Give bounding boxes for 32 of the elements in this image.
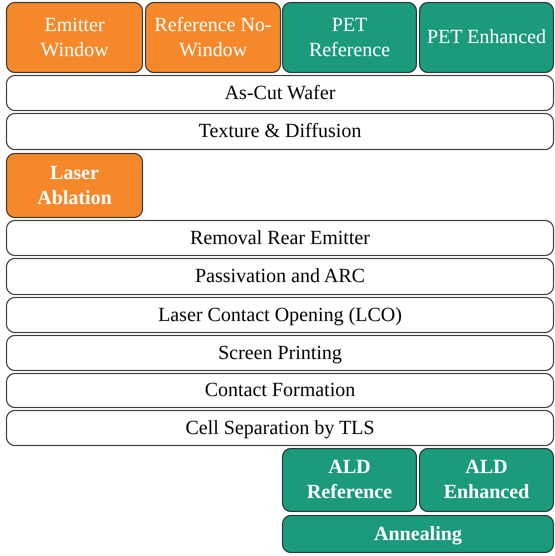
step-label: Annealing xyxy=(374,522,462,546)
variant-box xyxy=(6,2,143,73)
process-step-box xyxy=(6,297,554,333)
process-step-box xyxy=(6,410,554,446)
step-label: ALD Enhanced xyxy=(442,455,530,505)
variant-box xyxy=(145,2,281,73)
process-step-box xyxy=(6,373,554,408)
process-step-box xyxy=(282,448,417,512)
step-label: ALD Reference xyxy=(306,455,394,505)
step-label: Screen Printing xyxy=(218,340,342,366)
step-label: Texture & Diffusion xyxy=(198,119,362,144)
step-label: Cell Separation by TLS xyxy=(185,416,375,440)
step-label: Laser Contact Opening (LCO) xyxy=(158,302,402,328)
process-step-box xyxy=(282,515,554,553)
step-label: Emitter Window xyxy=(39,12,110,62)
step-label: Passivation and ARC xyxy=(194,264,365,289)
process-step-box xyxy=(6,220,554,256)
process-step-box xyxy=(6,335,554,371)
process-step-box xyxy=(419,448,554,512)
step-label: Laser Ablation xyxy=(36,160,113,210)
step-label: Reference No-Window xyxy=(153,12,273,62)
step-label: Removal Rear Emitter xyxy=(190,226,370,250)
step-label: As-Cut Wafer xyxy=(224,80,336,106)
step-label: PET Enhanced xyxy=(426,25,546,50)
process-step-box xyxy=(6,75,554,111)
process-step-box xyxy=(6,153,143,218)
process-step-box xyxy=(6,113,554,150)
variant-box xyxy=(282,2,417,73)
variant-box xyxy=(419,2,554,73)
step-label: Contact Formation xyxy=(204,378,356,403)
step-label: PET Reference xyxy=(308,12,392,62)
process-step-box xyxy=(6,258,554,295)
